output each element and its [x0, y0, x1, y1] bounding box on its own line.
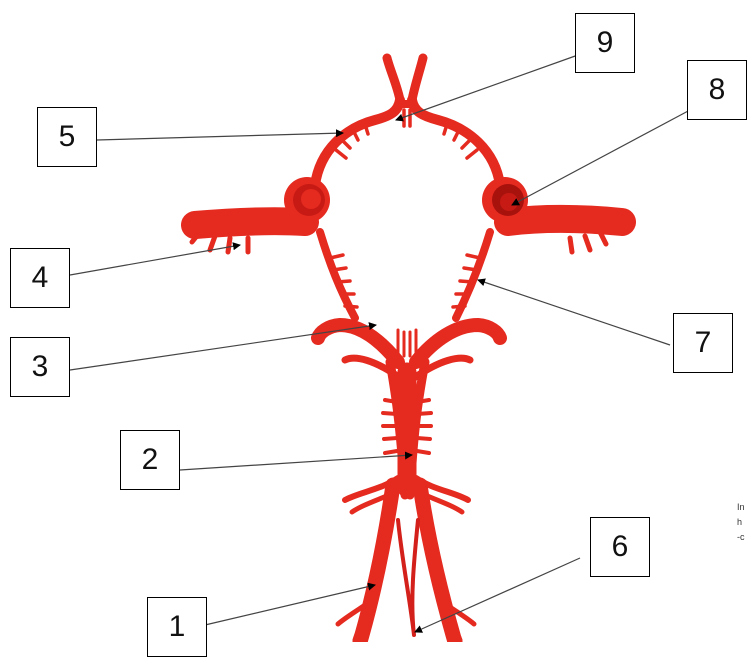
right-anterior-cerebral-artery: [412, 100, 500, 185]
label-box-4: 4: [10, 248, 70, 308]
leader-line-5: [97, 133, 343, 140]
leader-line-4: [70, 245, 240, 275]
label-box-9: 9: [575, 13, 635, 73]
label-6: 6: [612, 530, 629, 564]
right-middle-cerebral-artery: [508, 219, 622, 222]
leader-line-7: [478, 280, 670, 345]
label-8: 8: [709, 73, 726, 107]
label-box-8: 8: [687, 60, 747, 120]
anterior-spinal-artery: [398, 520, 418, 635]
label-1: 1: [169, 610, 186, 644]
leader-line-1: [205, 585, 375, 625]
label-3: 3: [32, 350, 49, 384]
label-box-1: 1: [147, 597, 207, 657]
credit-line-1: In: [737, 500, 745, 515]
label-5: 5: [59, 120, 76, 154]
circle-of-willis-diagram: 1 2 3 4 5 6 7 8 9 In h -c: [0, 0, 747, 642]
left-internal-carotid-artery: [284, 177, 330, 223]
left-anterior-cerebral-artery: [315, 100, 400, 185]
label-7: 7: [695, 326, 712, 360]
label-2: 2: [142, 443, 159, 477]
label-9: 9: [597, 26, 614, 60]
left-middle-cerebral-artery: [195, 221, 305, 225]
label-4: 4: [32, 261, 49, 295]
label-box-5: 5: [37, 107, 97, 167]
credit-line-2: h: [737, 515, 745, 530]
leader-line-2: [180, 455, 412, 470]
label-box-6: 6: [590, 517, 650, 577]
label-box-7: 7: [673, 313, 733, 373]
label-box-2: 2: [120, 430, 180, 490]
label-box-3: 3: [10, 337, 70, 397]
leader-line-8: [512, 110, 690, 205]
leader-line-3: [70, 325, 376, 370]
credit-line-3: -c: [737, 530, 745, 545]
image-credit-text: In h -c: [737, 500, 745, 545]
